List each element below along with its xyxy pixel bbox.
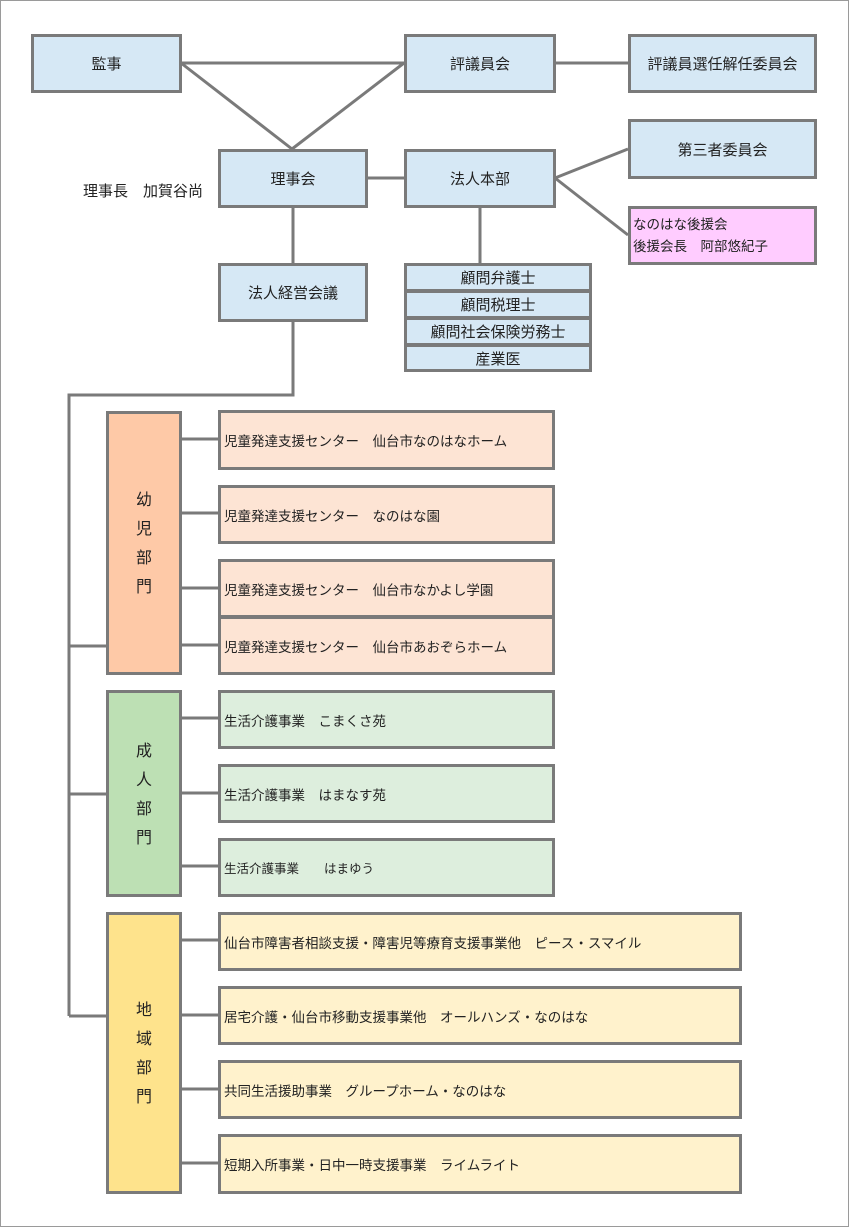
advisor-lawyer-box: 顧問弁護士 bbox=[404, 263, 592, 292]
child-unit: 児童発達支援センター 仙台市なのはなホーム bbox=[218, 410, 555, 470]
councilors-box: 評議員会 bbox=[404, 34, 556, 93]
child-department-box: 幼 児 部 門 bbox=[106, 411, 182, 675]
dept-char: 地 bbox=[135, 1000, 152, 1019]
dept-char: 児 bbox=[135, 519, 152, 538]
community-unit: 仙台市障害者相談支援・障害児等療育支援事業他 ピース・スマイル bbox=[218, 912, 742, 971]
child-unit: 児童発達支援センター 仙台市あおぞらホーム bbox=[218, 616, 555, 675]
dept-char: 幼 bbox=[135, 490, 152, 509]
adult-unit: 生活介護事業 はまなす苑 bbox=[218, 764, 555, 823]
community-unit: 居宅介護・仙台市移動支援事業他 オールハンズ・なのはな bbox=[218, 986, 742, 1045]
adult-unit: 生活介護事業 こまくさ苑 bbox=[218, 690, 555, 749]
chairman-label: 理事長 加賀谷尚 bbox=[83, 182, 204, 200]
dept-char: 域 bbox=[135, 1029, 152, 1048]
community-unit: 共同生活援助事業 グループホーム・なのはな bbox=[218, 1060, 742, 1119]
occupational-physician-box: 産業医 bbox=[404, 344, 592, 372]
community-department-box: 地 域 部 門 bbox=[106, 912, 182, 1194]
advisor-tax-box: 顧問税理士 bbox=[404, 290, 592, 319]
board-box: 理事会 bbox=[218, 149, 368, 208]
third-party-committee-box: 第三者委員会 bbox=[628, 119, 817, 179]
hq-box: 法人本部 bbox=[404, 149, 556, 208]
advisor-labor-box: 顧問社会保険労務士 bbox=[404, 317, 592, 346]
dept-char: 部 bbox=[135, 548, 152, 567]
supporters-name: なのはな後援会 bbox=[633, 216, 728, 233]
dept-char: 門 bbox=[135, 827, 152, 847]
adult-department-box: 成 人 部 門 bbox=[106, 690, 182, 897]
management-meeting-box: 法人経営会議 bbox=[218, 263, 368, 322]
adult-unit: 生活介護事業 はまゆう bbox=[218, 838, 555, 897]
auditor-box: 監事 bbox=[31, 34, 182, 93]
supporters-box: なのはな後援会 後援会長 阿部悠紀子 bbox=[628, 206, 817, 265]
dept-char: 部 bbox=[135, 798, 152, 818]
supporters-head: 後援会長 阿部悠紀子 bbox=[633, 238, 768, 255]
dept-char: 成 bbox=[135, 740, 152, 760]
community-unit: 短期入所事業・日中一時支援事業 ライムライト bbox=[218, 1134, 742, 1194]
dept-char: 門 bbox=[135, 1087, 152, 1106]
child-unit: 児童発達支援センター なのはな園 bbox=[218, 485, 555, 544]
dept-char: 門 bbox=[135, 577, 152, 596]
dept-char: 部 bbox=[135, 1058, 152, 1077]
child-unit: 児童発達支援センター 仙台市なかよし学園 bbox=[218, 559, 555, 618]
councilor-selection-box: 評議員選任解任委員会 bbox=[628, 34, 817, 93]
dept-char: 人 bbox=[135, 769, 152, 789]
